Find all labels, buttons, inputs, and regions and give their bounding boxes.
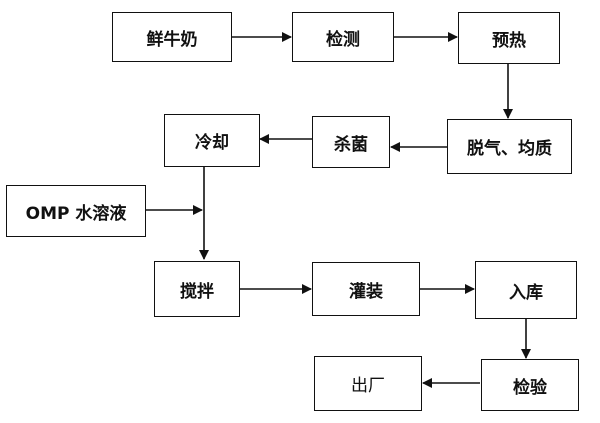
node-ship: 出厂: [314, 356, 422, 411]
node-sterilize: 杀菌: [312, 116, 390, 168]
node-storage: 入库: [475, 261, 577, 319]
node-fill: 灌装: [312, 262, 420, 316]
node-stir: 搅拌: [154, 261, 240, 317]
node-check: 检验: [481, 359, 579, 411]
node-preheat: 预热: [458, 12, 560, 64]
node-omp-solution: OMP 水溶液: [6, 185, 146, 237]
node-fresh-milk: 鲜牛奶: [112, 12, 232, 62]
node-degas-homogenize: 脱气、均质: [447, 119, 572, 174]
node-cool: 冷却: [164, 114, 260, 167]
node-inspection: 检测: [292, 12, 394, 62]
